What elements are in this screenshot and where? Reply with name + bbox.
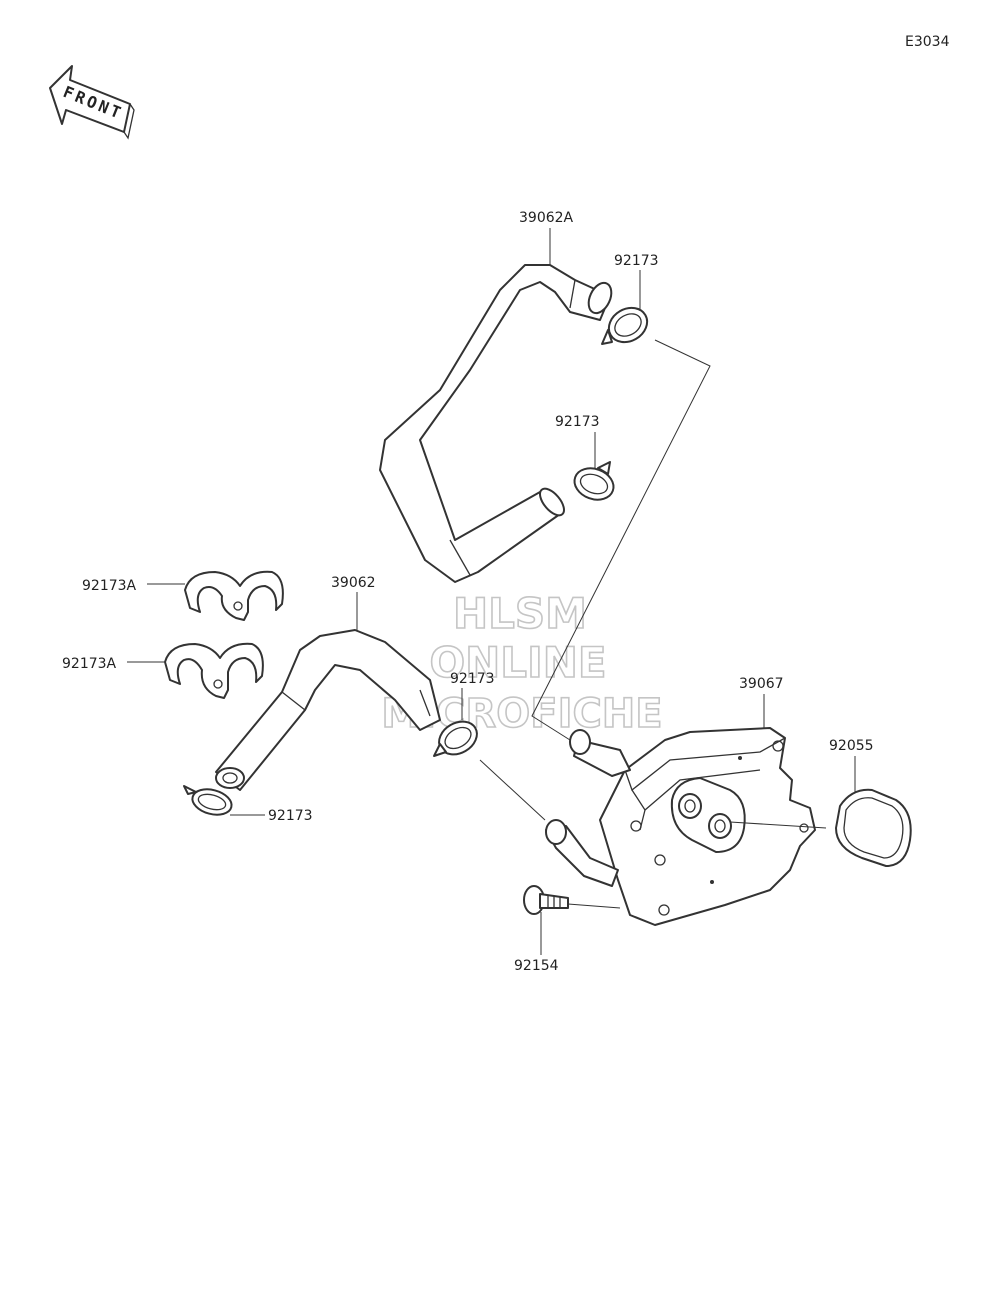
hose-upper-label: 39062A [519,210,574,226]
leader-lines [127,228,856,955]
hose-lower-label: 39062 [331,575,376,591]
front-arrow-icon: FRONT [49,65,135,140]
watermark-line2: ONLINE [429,638,606,687]
o-ring-label: 92055 [829,738,874,754]
bracket-upper [184,570,284,621]
clamp-top-label: 92173 [614,253,659,269]
clamp-bottom [183,785,233,816]
oil-cooler [545,727,816,926]
bolt [523,885,569,915]
bracket-lower-label: 92173A [62,656,117,672]
clamp-mid-label: 92173 [555,414,600,430]
part-labels: 39062A 92173 92173 92173A 92173A 39062 9… [62,210,874,974]
bracket-lower [164,642,264,699]
o-ring [835,788,912,867]
oil-cooler-label: 39067 [739,676,784,692]
clamp-mid [573,461,615,501]
clamp-bottom-label: 92173 [268,808,313,824]
clamp-top [601,306,649,345]
diagram-code: E3034 [905,34,950,50]
clamp-center-label: 92173 [450,671,495,687]
bolt-label: 92154 [514,958,559,974]
clamp-center [433,720,478,757]
hose-lower [215,629,441,791]
bracket-upper-label: 92173A [82,578,137,594]
hose-upper [379,264,613,583]
watermark-line1: HLSM [453,589,587,638]
